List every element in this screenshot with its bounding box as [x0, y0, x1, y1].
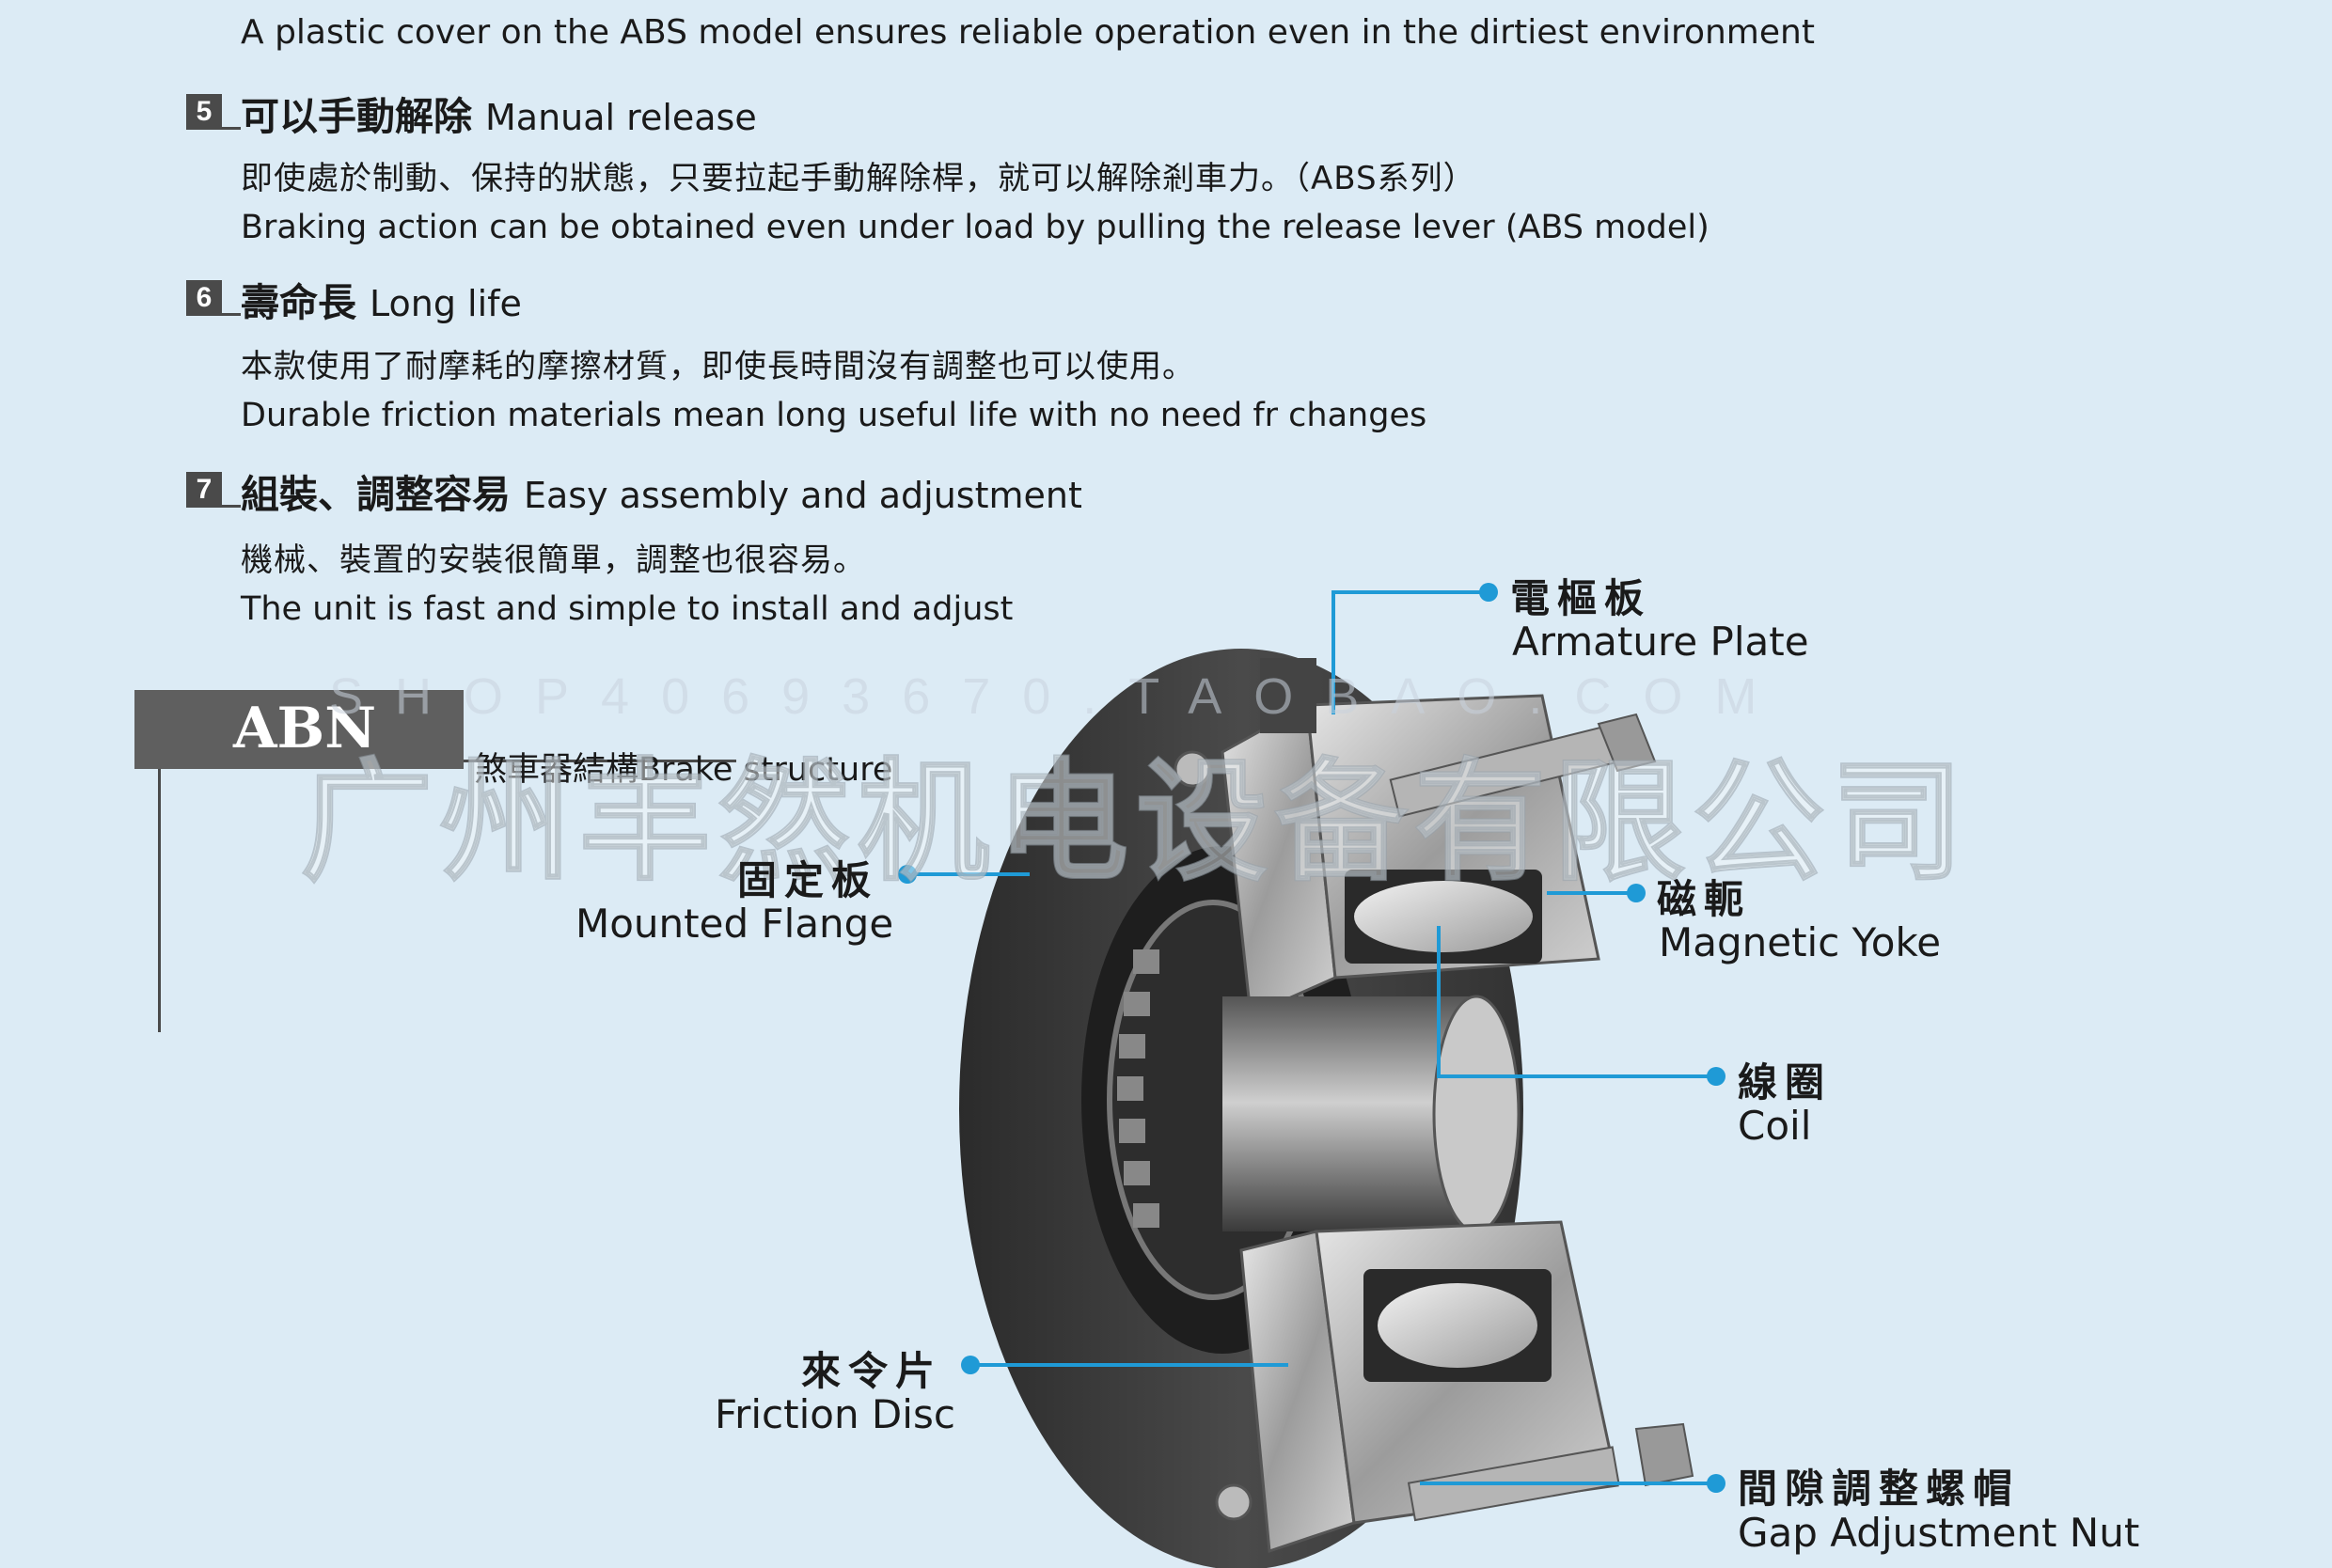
feature-5-title: 可以手動解除 Manual release	[241, 85, 757, 141]
callout-magnetic-yoke-zh: 磁軛	[1657, 876, 1752, 922]
callout-gap-adjustment-nut-zh: 間隙調整螺帽	[1738, 1466, 2021, 1512]
feature-6-body-zh: 本款使用了耐摩耗的摩擦材質，即使長時間沒有調整也可以使用。	[241, 348, 1195, 385]
feature-6-rule	[222, 313, 241, 316]
feature-6-title-zh: 壽命長	[241, 280, 356, 325]
watermark-url: SHOP40693670.TAOBAO.COM	[329, 668, 1789, 725]
feature-5-number: 5	[186, 94, 222, 130]
feature-6-body-en: Durable friction materials mean long use…	[241, 397, 1427, 434]
feature-6-title-en: Long life	[370, 283, 522, 324]
intro-text: A plastic cover on the ABS model ensures…	[241, 13, 1815, 52]
section-rule-vertical	[158, 769, 161, 1032]
feature-7-title-zh: 組裝、調整容易	[241, 472, 511, 517]
callout-magnetic-yoke-en: Magnetic Yoke	[1659, 919, 1942, 965]
callout-coil-zh: 線圈	[1738, 1059, 1833, 1105]
callout-mounted-flange-zh: 固定板	[737, 857, 879, 903]
feature-5-body-en: Braking action can be obtained even unde…	[241, 209, 1710, 246]
feature-7-title-en: Easy assembly and adjustment	[524, 475, 1082, 516]
upper-bolt	[1389, 713, 1657, 818]
feature-7-number: 7	[186, 472, 222, 508]
callout-mounted-flange-en: Mounted Flange	[575, 901, 894, 947]
coil-upper	[1354, 881, 1533, 952]
feature-5-rule	[222, 127, 241, 130]
callout-coil-en: Coil	[1738, 1103, 1812, 1149]
feature-7-body-en: The unit is fast and simple to install a…	[241, 590, 1014, 628]
feature-5-title-en: Manual release	[485, 97, 757, 138]
callout-friction-disc-en: Friction Disc	[715, 1391, 955, 1437]
feature-7-body-zh: 機械、裝置的安裝很簡單，調整也很容易。	[241, 541, 866, 579]
armature-tab	[1260, 658, 1316, 733]
feature-6-number: 6	[186, 280, 222, 316]
callout-dots	[898, 583, 1725, 1493]
feature-7-rule	[222, 505, 241, 508]
feature-6-title: 壽命長 Long life	[241, 271, 522, 327]
section-rule-horizontal	[464, 760, 736, 762]
structure-label: 煞車器結構Brake structure	[474, 751, 893, 789]
callout-lines	[907, 590, 1716, 1485]
feature-5-title-zh: 可以手動解除	[241, 94, 472, 139]
model-label: ABN	[233, 696, 377, 761]
spline-teeth	[1117, 949, 1159, 1228]
callout-gap-adjustment-nut-en: Gap Adjustment Nut	[1738, 1510, 2140, 1556]
coil-lower	[1378, 1283, 1537, 1368]
flange-screw-bottom	[1215, 1483, 1253, 1521]
flange-screw-top	[1174, 750, 1211, 788]
watermark-company: 广州丰然机电设备有限公司	[300, 745, 1972, 901]
callout-armature-plate-en: Armature Plate	[1512, 619, 1809, 665]
callout-friction-disc-zh: 來令片	[801, 1348, 943, 1394]
feature-5-body-zh: 即使處於制動、保持的狀態，只要拉起手動解除桿，就可以解除剎車力。（ABS系列）	[241, 160, 1476, 197]
feature-7-title: 組裝、調整容易 Easy assembly and adjustment	[241, 463, 1082, 519]
model-label-box	[134, 690, 464, 769]
hub-end	[1432, 995, 1521, 1233]
callout-armature-plate-zh: 電樞板	[1510, 575, 1652, 621]
